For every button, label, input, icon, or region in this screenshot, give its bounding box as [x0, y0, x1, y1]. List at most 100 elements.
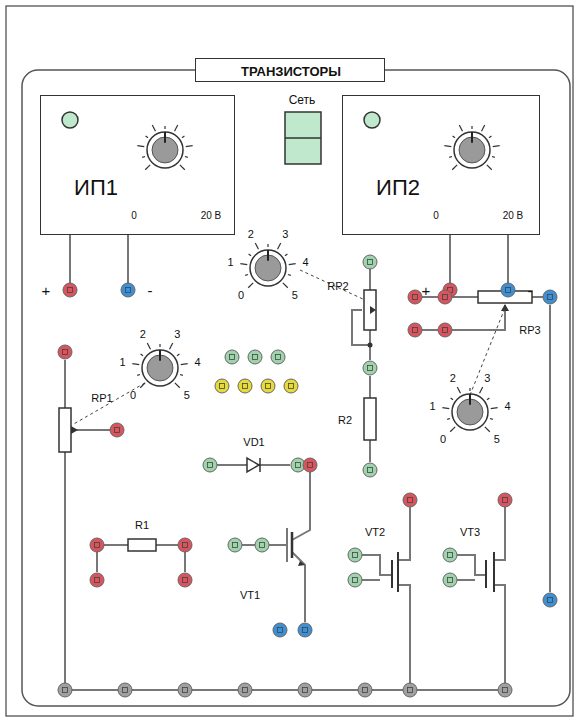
terminal-jack — [90, 538, 104, 552]
terminal-jack — [178, 683, 192, 697]
components — [59, 112, 532, 592]
terminal-jack — [298, 683, 312, 697]
terminal-jack — [255, 538, 269, 552]
title-box: ТРАНЗИСТОРЫ — [195, 58, 385, 82]
wire — [457, 555, 486, 575]
switch-label: Сеть — [289, 94, 316, 106]
dial-number: 1 — [119, 357, 125, 368]
terminal-jack — [408, 290, 422, 304]
wire — [269, 544, 287, 546]
switch-symbol — [285, 112, 321, 164]
terminal-jack — [203, 458, 217, 472]
terminal-jack — [58, 345, 72, 359]
wires — [65, 235, 550, 690]
terminal-jack — [501, 283, 515, 297]
terminal-jack — [543, 290, 557, 304]
wiper-arrow — [501, 304, 509, 311]
terminal-jack — [110, 423, 124, 437]
wire — [422, 329, 438, 331]
polarity-sign: + — [42, 283, 51, 298]
junction-dot — [368, 343, 373, 348]
wire — [494, 507, 505, 560]
wire — [452, 296, 478, 298]
dial-number: 2 — [450, 373, 456, 384]
power-supply-box: ИП2 0 20 В — [342, 95, 540, 235]
fet-symbol — [486, 552, 494, 592]
polarity-sign: + — [422, 283, 431, 298]
wire — [292, 472, 310, 540]
dial-number: 3 — [484, 373, 490, 384]
wire — [292, 552, 305, 622]
indicator-lamp — [364, 112, 380, 128]
wiper-arrow — [370, 306, 376, 314]
dial-number: 4 — [302, 257, 308, 268]
dial-number: 5 — [494, 433, 500, 444]
wire — [69, 235, 71, 290]
component-label: RP3 — [519, 325, 540, 336]
scale-value: 0 — [131, 211, 137, 221]
node-title: ИП2 — [376, 177, 420, 199]
terminal-jack — [348, 548, 362, 562]
terminal-jack — [284, 379, 298, 393]
wire — [452, 305, 505, 330]
scale-value: 20 В — [503, 211, 524, 221]
terminal-jack — [248, 350, 262, 364]
terminal-jack — [403, 493, 417, 507]
dial-number: 2 — [140, 329, 146, 340]
dial-number: 0 — [440, 433, 446, 444]
terminal-jack — [363, 255, 377, 269]
terminal-jack — [63, 283, 77, 297]
switch-line — [285, 137, 321, 139]
panel-outline — [22, 70, 570, 706]
terminal-jack — [498, 493, 512, 507]
wire — [494, 585, 505, 690]
terminal-jack — [178, 538, 192, 552]
wire — [532, 296, 543, 298]
component-label: VD1 — [243, 437, 264, 448]
scale-value: 0 — [433, 211, 439, 221]
resistor-symbol — [128, 539, 156, 551]
fet-symbol — [392, 552, 398, 592]
dial-number: 1 — [227, 257, 233, 268]
terminal-jack — [178, 573, 192, 587]
component-label: VT3 — [460, 527, 480, 538]
terminal-jack — [271, 350, 285, 364]
wire — [286, 528, 288, 562]
outer-frame — [6, 6, 573, 716]
dial-knob — [442, 387, 497, 432]
terminal-jack — [58, 683, 72, 697]
component-label: R1 — [135, 520, 149, 531]
dial-number: 3 — [174, 329, 180, 340]
dial-knob — [137, 125, 192, 170]
terminal-jack — [303, 458, 317, 472]
indicator-lamp — [62, 112, 78, 128]
dial-knob — [132, 343, 187, 388]
scale-value: 20 В — [201, 211, 222, 221]
terminal-jack — [90, 573, 104, 587]
terminal-jack — [408, 323, 422, 337]
component-label: RP1 — [91, 393, 112, 404]
terminal-jack — [261, 379, 275, 393]
terminal-jack — [403, 683, 417, 697]
resistor-symbol — [364, 398, 376, 440]
wire — [369, 440, 371, 462]
power-supply-box: ИП1020 В — [40, 95, 235, 235]
dial-number: 3 — [282, 229, 288, 240]
dial-number: 1 — [429, 401, 435, 412]
emitter-arrow — [298, 561, 305, 566]
dial-number: 5 — [184, 389, 190, 400]
wire — [242, 544, 255, 546]
terminal-jack — [443, 573, 457, 587]
potentiometer-symbol — [59, 408, 71, 452]
terminal-jack — [438, 290, 452, 304]
diode-symbol — [247, 458, 260, 472]
terminal-jack — [543, 593, 557, 607]
linkage-line — [72, 380, 150, 425]
linkage-line — [470, 308, 505, 395]
terminal-jack — [498, 683, 512, 697]
wire — [127, 235, 129, 290]
potentiometer-symbol — [364, 290, 376, 330]
terminal-jack — [363, 361, 377, 375]
terminal-jack — [438, 323, 452, 337]
